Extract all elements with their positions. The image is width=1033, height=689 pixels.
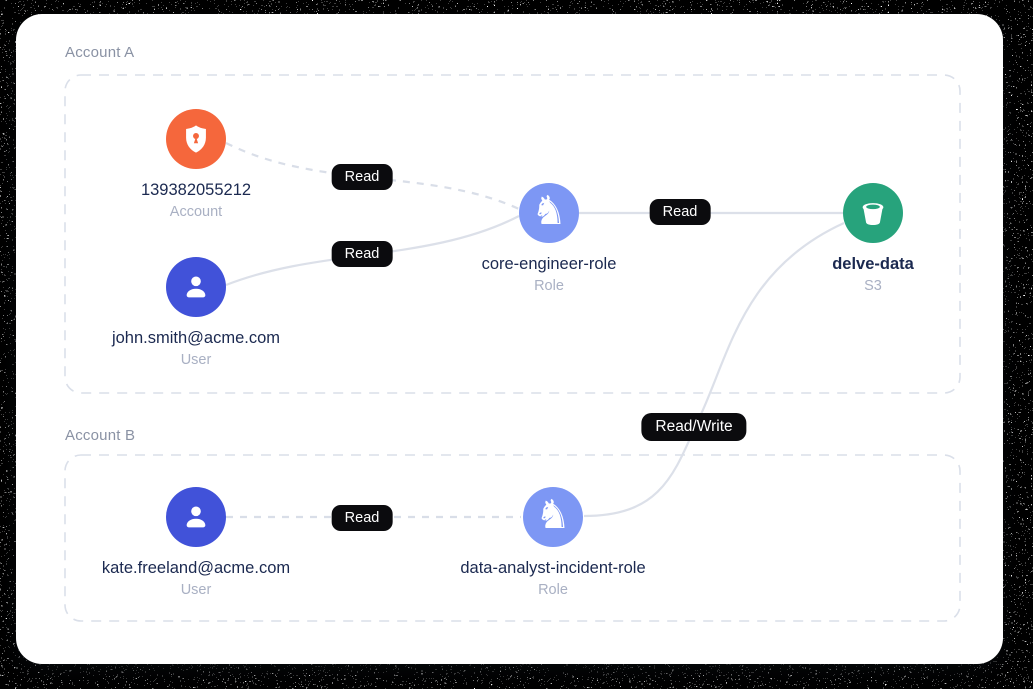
user-glyph (186, 276, 206, 298)
permission-badge-read-role-to-s3[interactable]: Read (649, 199, 711, 225)
chess-knight-icon[interactable]: ♞ (523, 487, 583, 547)
node-type-label: Account (169, 204, 223, 220)
bucket-icon[interactable] (843, 183, 903, 243)
node-role-data-analyst-incident[interactable]: ♞ data-analyst-incident-role Role (443, 487, 663, 600)
shield-lock-glyph (186, 125, 206, 153)
node-label: delve-data (832, 255, 914, 273)
permission-badge-read-john-to-role[interactable]: Read (331, 241, 393, 267)
node-label: data-analyst-incident-role (460, 559, 646, 577)
node-type-label: Role (534, 278, 564, 294)
bucket-glyph (862, 203, 884, 226)
permission-badge-read-kate-to-role[interactable]: Read (331, 505, 393, 531)
node-type-label: S3 (864, 278, 882, 294)
user-glyph (186, 506, 206, 528)
node-account-139382055212[interactable]: 139382055212 Account (86, 109, 306, 222)
node-role-core-engineer[interactable]: ♞ core-engineer-role Role (439, 183, 659, 296)
permission-badge-read-account-to-role[interactable]: Read (331, 164, 393, 190)
user-icon[interactable] (166, 257, 226, 317)
node-type-label: Role (538, 582, 568, 598)
group-label-account-b: Account B (65, 427, 136, 444)
knight-glyph: ♞ (535, 492, 571, 538)
node-user-john[interactable]: john.smith@acme.com User (86, 257, 306, 370)
node-label: kate.freeland@acme.com (101, 559, 291, 577)
node-label: core-engineer-role (481, 255, 617, 273)
user-icon[interactable] (166, 487, 226, 547)
node-s3-delve-data[interactable]: delve-data S3 (763, 183, 983, 296)
permission-badge-readwrite-role-to-s3[interactable]: Read/Write (641, 413, 747, 441)
node-user-kate[interactable]: kate.freeland@acme.com User (86, 487, 306, 600)
shield-lock-icon[interactable] (166, 109, 226, 169)
group-label-account-a: Account A (65, 44, 135, 61)
node-label: john.smith@acme.com (111, 329, 281, 347)
node-type-label: User (180, 582, 212, 598)
knight-glyph: ♞ (531, 188, 567, 234)
chess-knight-icon[interactable]: ♞ (519, 183, 579, 243)
node-type-label: User (180, 352, 212, 368)
node-label: 139382055212 (140, 181, 252, 199)
